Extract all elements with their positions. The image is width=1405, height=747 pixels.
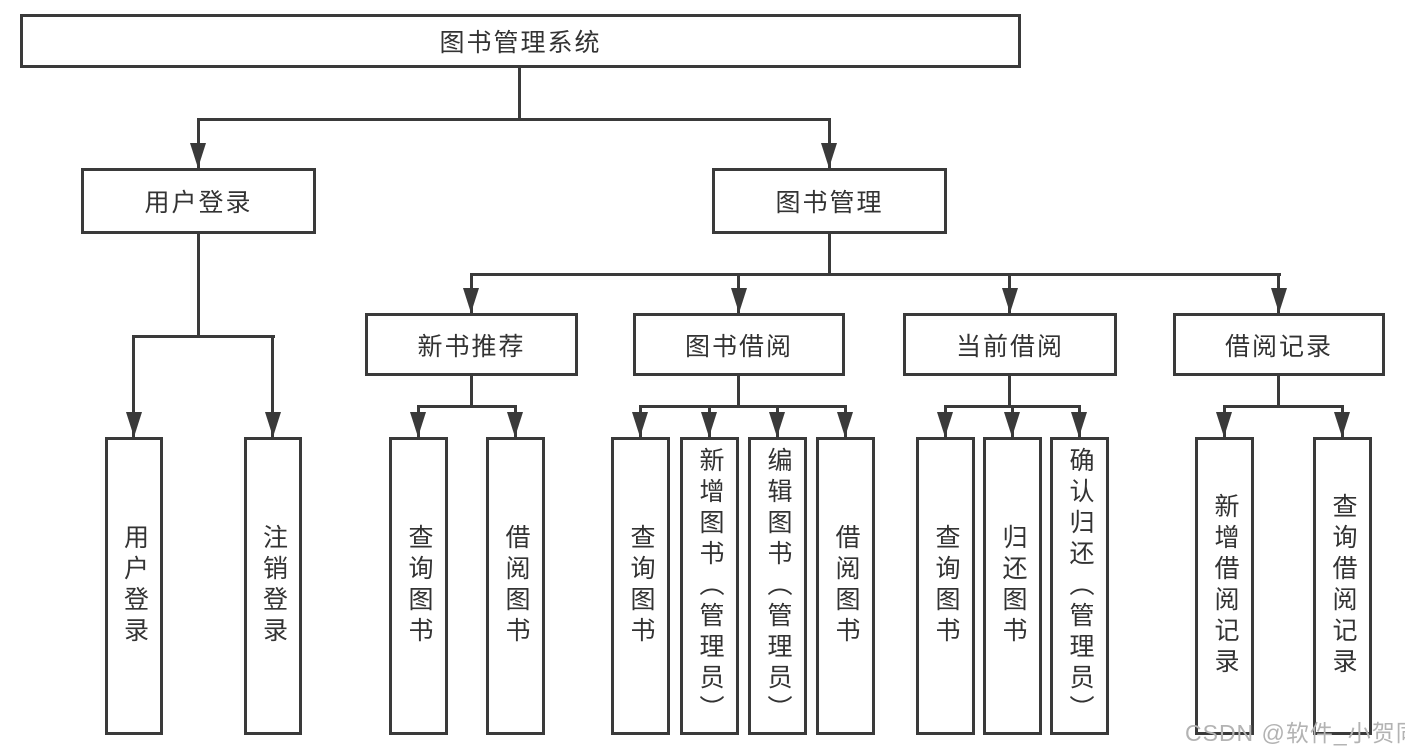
connector-new-book-stem-line — [470, 376, 473, 407]
arrow-down-icon — [1004, 412, 1020, 437]
node-book-borrowing: 图书借阅 — [633, 313, 845, 376]
node-current-borrowing: 当前借阅 — [903, 313, 1117, 376]
arrow-down-icon — [1071, 412, 1087, 437]
arrow-down-icon — [190, 143, 206, 168]
connector-user-login-stem-line — [197, 234, 200, 338]
node-leaf-user-login: 用户登录 — [105, 437, 163, 735]
arrow-down-icon — [463, 288, 479, 313]
node-leaf-query-borrow-record: 查询借阅记录 — [1313, 437, 1372, 735]
arrow-down-icon — [1216, 412, 1232, 437]
node-leaf-query-books: 查询图书 — [389, 437, 448, 735]
connector-borrow-records-branch-line — [1223, 405, 1344, 408]
node-leaf-add-borrow-record: 新增借阅记录 — [1195, 437, 1254, 735]
arrow-down-icon — [731, 288, 747, 313]
arrow-down-icon — [1271, 288, 1287, 313]
connector-root-branch-line — [197, 118, 831, 121]
node-leaf-logout: 注销登录 — [244, 437, 302, 735]
arrow-down-icon — [701, 412, 717, 437]
csdn-watermark: CSDN @软件_小贺同学 — [1185, 720, 1405, 746]
arrow-down-icon — [1334, 412, 1350, 437]
node-leaf-borrow-books: 借阅图书 — [486, 437, 545, 735]
node-leaf-add-books-admin: 新增图书（管理员） — [680, 437, 739, 735]
connector-book-management-branch-line — [470, 273, 1281, 276]
connector-book-borrow-branch-line — [639, 405, 847, 408]
arrow-down-icon — [1002, 288, 1018, 313]
node-leaf-confirm-return-admin: 确认归还（管理员） — [1050, 437, 1109, 735]
arrow-down-icon — [821, 143, 837, 168]
connector-book-borrow-stem-line — [737, 376, 740, 407]
arrow-down-icon — [632, 412, 648, 437]
node-new-book-recommendation: 新书推荐 — [365, 313, 578, 376]
arrow-down-icon — [769, 412, 785, 437]
connector-user-login-branch-line — [132, 335, 275, 338]
connector-root-stem-line — [518, 68, 521, 120]
connector-borrow-records-stem-line — [1277, 376, 1280, 407]
arrow-down-icon — [837, 412, 853, 437]
node-leaf-query-books: 查询图书 — [611, 437, 670, 735]
arrow-down-icon — [126, 412, 142, 437]
arrow-down-icon — [937, 412, 953, 437]
connector-logout-leaf-drop-line — [271, 335, 274, 437]
node-user-login: 用户登录 — [81, 168, 316, 234]
connector-current-borrow-stem-line — [1008, 376, 1011, 407]
node-leaf-query-books: 查询图书 — [916, 437, 975, 735]
arrow-down-icon — [410, 412, 426, 437]
node-leaf-return-books: 归还图书 — [983, 437, 1042, 735]
connector-book-management-stem-line — [828, 234, 831, 276]
node-leaf-borrow-books: 借阅图书 — [816, 437, 875, 735]
node-book-management: 图书管理 — [712, 168, 947, 234]
arrow-down-icon — [507, 412, 523, 437]
connector-new-book-branch-line — [417, 405, 517, 408]
node-library-management-system: 图书管理系统 — [20, 14, 1021, 68]
node-leaf-edit-books-admin: 编辑图书（管理员） — [748, 437, 807, 735]
node-borrowing-records: 借阅记录 — [1173, 313, 1385, 376]
connector-login-leaf-drop-line — [132, 335, 135, 437]
arrow-down-icon — [265, 412, 281, 437]
